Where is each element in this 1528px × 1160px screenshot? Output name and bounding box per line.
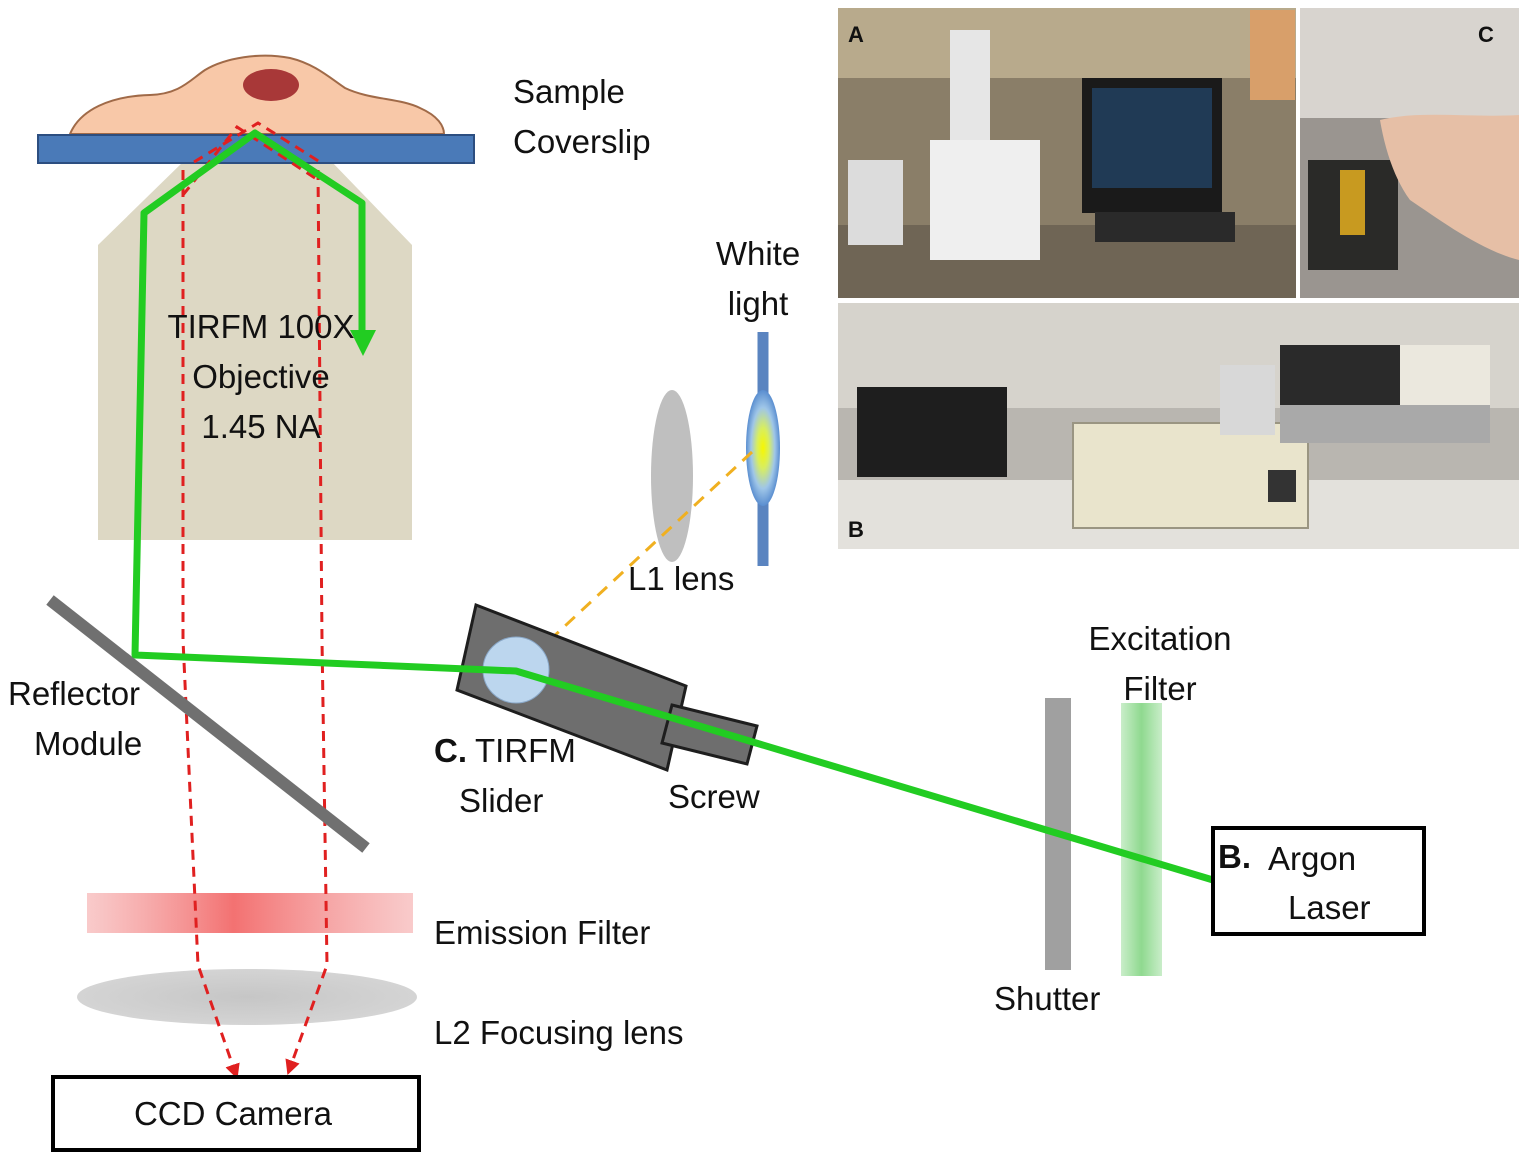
slider-screw: [660, 703, 759, 766]
photo-panel-c: C: [1300, 8, 1519, 298]
label-tirfm-slider-line1: C.TIRFM: [434, 732, 576, 769]
beam-arrow-head: [350, 330, 376, 356]
label-laser: Laser: [1288, 889, 1371, 926]
label-objective-line3: 1.45 NA: [201, 408, 320, 445]
label-filter: Filter: [1123, 670, 1196, 707]
l2-focusing-lens: [77, 969, 417, 1025]
argon-laser-box: [1211, 826, 1426, 936]
label-screw: Screw: [668, 778, 760, 815]
label-ccd-camera: CCD Camera: [134, 1095, 333, 1132]
excitation-beam: [131, 129, 1215, 884]
label-light: light: [728, 285, 789, 322]
label-l1-lens: L1 lens: [628, 560, 734, 597]
label-laser-prefix: B.: [1218, 838, 1251, 875]
photo-letter-c: C: [1478, 22, 1494, 47]
label-module: Module: [34, 725, 142, 762]
label-shutter: Shutter: [994, 980, 1100, 1017]
label-coverslip: Coverslip: [513, 123, 651, 160]
label-sample: Sample: [513, 73, 625, 110]
emission-filter: [87, 893, 413, 933]
label-slider: Slider: [459, 782, 543, 819]
label-slider-prefix: C.: [434, 732, 467, 769]
white-light-lamp: [746, 390, 780, 506]
label-reflector: Reflector: [8, 675, 140, 712]
ccd-camera-box: [51, 1075, 421, 1152]
label-slider-tirfm: TIRFM: [475, 732, 576, 769]
objective-body: [98, 160, 412, 540]
label-objective-line2: Objective: [192, 358, 330, 395]
reflector-module: [46, 595, 370, 853]
photo-panel-a: A: [838, 8, 1296, 298]
white-light-path: [535, 450, 754, 654]
emission-beam: [181, 121, 329, 1080]
label-l2-focusing-lens: L2 Focusing lens: [434, 1014, 683, 1051]
label-white: White: [716, 235, 800, 272]
cell-nucleus: [243, 69, 299, 101]
excitation-filter: [1121, 703, 1162, 976]
l1-lens: [651, 390, 693, 562]
label-objective-line1: TIRFM 100X: [167, 308, 354, 345]
photo-letter-a: A: [848, 22, 864, 47]
photo-letter-b: B: [848, 517, 864, 542]
label-emission-filter: Emission Filter: [434, 914, 650, 951]
photo-panel-b: B: [838, 303, 1519, 549]
label-argon: Argon: [1268, 840, 1356, 877]
label-excitation: Excitation: [1088, 620, 1231, 657]
